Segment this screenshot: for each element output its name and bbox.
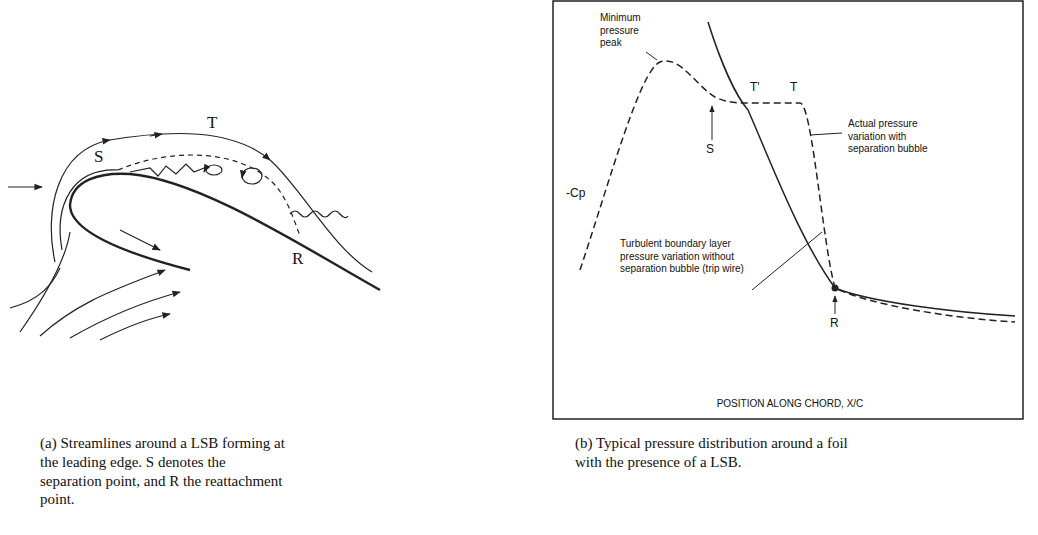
separation-arrow [712,106,713,140]
turbulent-wake [290,211,348,218]
turbulent-pressure-curve [708,22,1015,316]
reattachment-dot [832,285,839,292]
surface-flow-arrow [120,230,160,250]
axis-label: -Cp [566,186,585,201]
point-label: R [292,248,303,269]
annotation: Turbulent boundary layer pressure variat… [620,238,750,276]
bubble-boundary [118,155,300,236]
streamline-arrow [150,134,162,136]
annotation: Minimum pressure peak [600,12,662,50]
eddy [206,165,222,175]
airfoil-lower-surface [70,205,190,270]
leader-line [646,52,657,60]
lower-streamline [20,232,70,332]
axis-label: POSITION ALONG CHORD, X/C [670,398,910,411]
point-label: T [207,112,217,133]
outer-streamline [51,133,372,272]
shear-layer [130,164,204,176]
point-label: R [830,316,839,331]
eddy-arrow [204,168,206,172]
actual-pressure-curve [580,61,1015,322]
point-label: T' [750,80,760,95]
airfoil-upper-surface [70,174,380,290]
point-label: T [790,80,797,95]
flow-arrow [8,186,42,187]
point-label: S [94,146,103,167]
reattachment-arrow [835,296,836,314]
caption: (b) Typical pressure distribution around… [575,434,875,472]
leader-line [810,133,842,135]
lower-streamline [100,314,170,340]
lower-streamline [10,268,60,308]
eddy [242,168,262,184]
leader-line [752,232,822,290]
annotation: Actual pressure variation with separatio… [848,118,948,156]
chart-frame [553,1,1023,419]
point-label: S [706,142,714,157]
caption: (a) Streamlines around a LSB forming at … [40,434,290,509]
eddy-arrow [242,172,243,178]
